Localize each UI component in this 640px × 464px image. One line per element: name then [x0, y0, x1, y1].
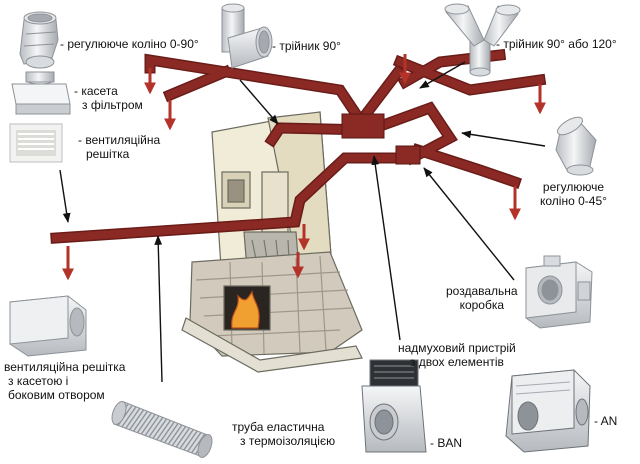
pointer-arrow-icon	[419, 61, 466, 89]
ventilation-grille-icon	[9, 123, 63, 163]
label-grille-cassette-line3: боковим отвором	[8, 388, 105, 402]
duct-network	[50, 48, 547, 244]
tee-90-120-icon	[444, 3, 521, 77]
label-tee-90-120: - трійник 90° або 120°	[496, 37, 617, 51]
grille-cassette-side-opening-icon	[9, 295, 87, 357]
label-cassette-line2: з фільтром	[82, 98, 143, 112]
label-grille-cassette: вентиляційна решітка з касетою і боковим…	[4, 360, 125, 402]
blower-ban-icon	[361, 359, 427, 453]
label-ban-text: - BAN	[430, 436, 463, 450]
label-tee-90-120-text: - трійник 90° або 120°	[496, 37, 617, 51]
flexible-insulated-pipe-icon	[111, 401, 213, 458]
tee-90-icon	[221, 3, 273, 69]
distribution-box-duct	[341, 113, 385, 139]
adjustable-elbow-0-90-icon	[19, 11, 59, 69]
distribution-box-icon	[525, 255, 593, 329]
label-grille-cassette-line2: з касетою і	[8, 374, 69, 388]
label-grille-cassette-line1: вентиляційна решітка	[4, 360, 126, 374]
pointer-arrow-icon	[371, 155, 401, 341]
pointer-arrow-icon	[239, 79, 279, 125]
pointer-arrow-icon	[461, 130, 546, 147]
pointer-arrows	[59, 61, 546, 383]
adjustable-elbow-0-45-icon	[555, 116, 597, 176]
label-grille-line2: решітка	[86, 147, 130, 161]
label-tee-90-text: - трійник 90°	[272, 39, 341, 53]
outlet-arrows	[62, 54, 546, 281]
label-elbow-0-45: регулююче коліно 0-45°	[540, 180, 607, 208]
cassette-filter-icon	[11, 71, 71, 115]
label-ban: - BAN	[430, 436, 462, 450]
pointer-arrow-icon	[154, 235, 163, 383]
label-elbow-0-90: - регулююче коліно 0-90°	[60, 37, 199, 51]
label-flex-pipe-line1: труба еластична	[232, 420, 325, 434]
label-blower: надмуховий пристрій з двох елементів	[398, 341, 516, 369]
label-flex-pipe: труба еластична з термоізоляцією	[232, 420, 335, 448]
pointer-arrow-icon	[59, 169, 71, 223]
label-distribution-box-line2: коробка	[459, 298, 505, 312]
label-distribution-box-line1: роздавальна	[446, 284, 518, 298]
label-an: - AN	[594, 414, 617, 428]
label-distribution-box: роздавальна коробка	[446, 284, 518, 312]
label-elbow-0-45-line2: коліно 0-45°	[540, 194, 607, 208]
fire-icon	[231, 290, 260, 329]
label-elbow-0-45-line1: регулююче	[542, 180, 605, 194]
label-blower-line2: з двох елементів	[409, 355, 504, 369]
fireplace-illustration	[181, 111, 363, 373]
label-elbow-0-90-text: - регулююче коліно 0-90°	[60, 37, 199, 51]
label-tee-90: - трійник 90°	[272, 39, 341, 53]
label-flex-pipe-line2: з термоізоляцією	[240, 434, 336, 448]
label-cassette: - касета з фільтром	[74, 84, 143, 112]
blower-an-icon	[505, 369, 591, 453]
label-grille: - вентиляційна решітка	[78, 133, 160, 161]
label-blower-line1: надмуховий пристрій	[398, 341, 516, 355]
label-an-text: - AN	[594, 414, 618, 428]
label-cassette-line1: - касета	[74, 84, 118, 98]
pointer-arrow-icon	[423, 167, 515, 281]
label-grille-line1: - вентиляційна	[78, 133, 161, 147]
duct-connector	[395, 145, 421, 165]
